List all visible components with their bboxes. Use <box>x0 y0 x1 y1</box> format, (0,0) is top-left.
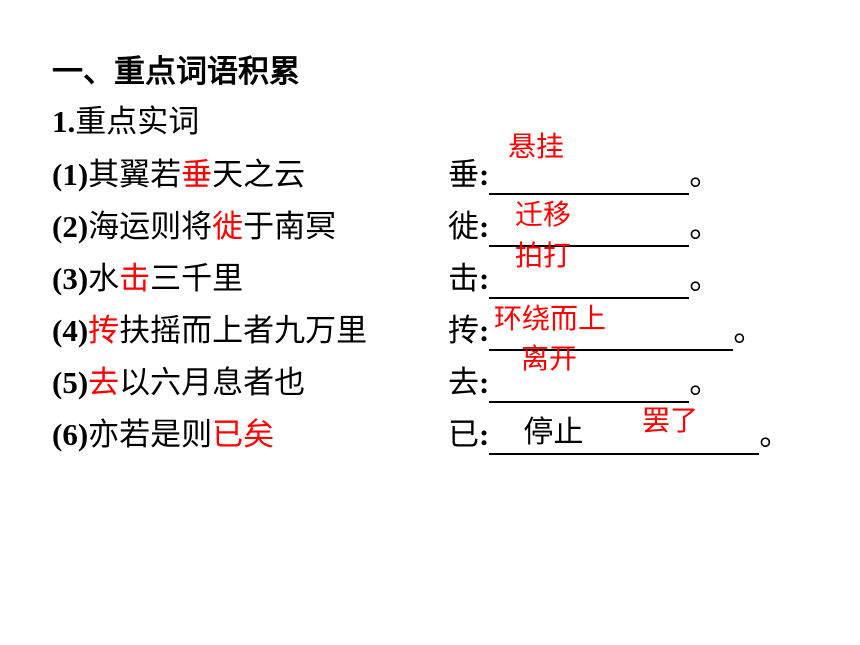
key-word: 抟 <box>88 313 120 349</box>
target-char: 抟 <box>448 313 479 349</box>
subheading: 1.重点实词 <box>52 102 199 142</box>
target-char: 击 <box>448 261 479 297</box>
item-sentence-3: (3)水击三千里 <box>52 259 243 299</box>
colon: : <box>479 261 490 296</box>
sentence-text: 扶摇而上者九万里 <box>119 313 368 349</box>
sentence-text: 三千里 <box>150 261 244 297</box>
sentence-text: 以六月息者也 <box>119 365 306 401</box>
period: 。 <box>689 157 721 193</box>
item-blank-row-5: 去: 。 <box>448 363 720 403</box>
answer-blank[interactable] <box>489 211 690 247</box>
period: 。 <box>759 417 791 453</box>
answer-annotation-6: 罢了 <box>642 404 699 437</box>
sentence-text: 于南冥 <box>243 209 337 245</box>
answer-blank[interactable] <box>489 315 734 351</box>
item-blank-row-6: 已: 停止 。 <box>448 415 790 455</box>
colon: : <box>479 417 490 452</box>
answer-annotation-2: 迁移 <box>515 198 572 231</box>
sentence-text: 其翼若 <box>88 157 182 193</box>
key-word: 去 <box>88 365 120 401</box>
sentence-text: 海运则将 <box>88 209 213 245</box>
item-number: (6) <box>52 417 89 452</box>
item-blank-row-4: 抟: 。 <box>448 311 764 351</box>
subheading-text: 重点实词 <box>75 104 200 140</box>
item-sentence-4: (4)抟扶摇而上者九万里 <box>52 311 367 351</box>
key-word: 已矣 <box>212 417 275 453</box>
blank-text: 停止 <box>523 415 584 450</box>
answer-blank[interactable] <box>489 263 690 299</box>
item-blank-row-3: 击: 。 <box>448 259 720 299</box>
item-sentence-1: (1)其翼若垂天之云 <box>52 155 305 195</box>
item-sentence-6: (6)亦若是则已矣 <box>52 415 274 455</box>
period: 。 <box>689 365 721 401</box>
item-number: (2) <box>52 209 89 244</box>
subheading-number: 1. <box>52 104 76 139</box>
colon: : <box>479 313 490 348</box>
item-sentence-2: (2)海运则将徙于南冥 <box>52 207 336 247</box>
sentence-text: 亦若是则 <box>88 417 213 453</box>
item-blank-row-2: 徙: 。 <box>448 207 720 247</box>
period: 。 <box>689 261 721 297</box>
item-sentence-5: (5)去以六月息者也 <box>52 363 305 403</box>
answer-blank[interactable] <box>489 159 690 195</box>
key-word: 徙 <box>212 209 244 245</box>
target-char: 已 <box>448 417 479 453</box>
period: 。 <box>689 209 721 245</box>
key-word: 击 <box>119 261 151 297</box>
sentence-text: 水 <box>88 261 120 297</box>
item-number: (4) <box>52 313 89 348</box>
item-number: (5) <box>52 365 89 400</box>
target-char: 垂 <box>448 157 479 193</box>
answer-blank[interactable] <box>489 367 690 403</box>
target-char: 徙 <box>448 209 479 245</box>
colon: : <box>479 209 490 244</box>
key-word: 垂 <box>181 157 213 193</box>
answer-annotation-1: 悬挂 <box>508 130 565 163</box>
answer-blank[interactable]: 停止 <box>489 415 760 455</box>
answer-annotation-4: 环绕而上 <box>494 302 607 335</box>
colon: : <box>479 365 490 400</box>
answer-annotation-5: 离开 <box>521 342 578 375</box>
item-number: (1) <box>52 157 89 192</box>
period: 。 <box>733 313 765 349</box>
sentence-text: 天之云 <box>212 157 306 193</box>
target-char: 去 <box>448 365 479 401</box>
section-heading: 一、重点词语积累 <box>52 54 300 90</box>
item-blank-row-1: 垂: 。 <box>448 155 720 195</box>
item-number: (3) <box>52 261 89 296</box>
colon: : <box>479 157 490 192</box>
answer-annotation-3: 拍打 <box>515 239 572 272</box>
